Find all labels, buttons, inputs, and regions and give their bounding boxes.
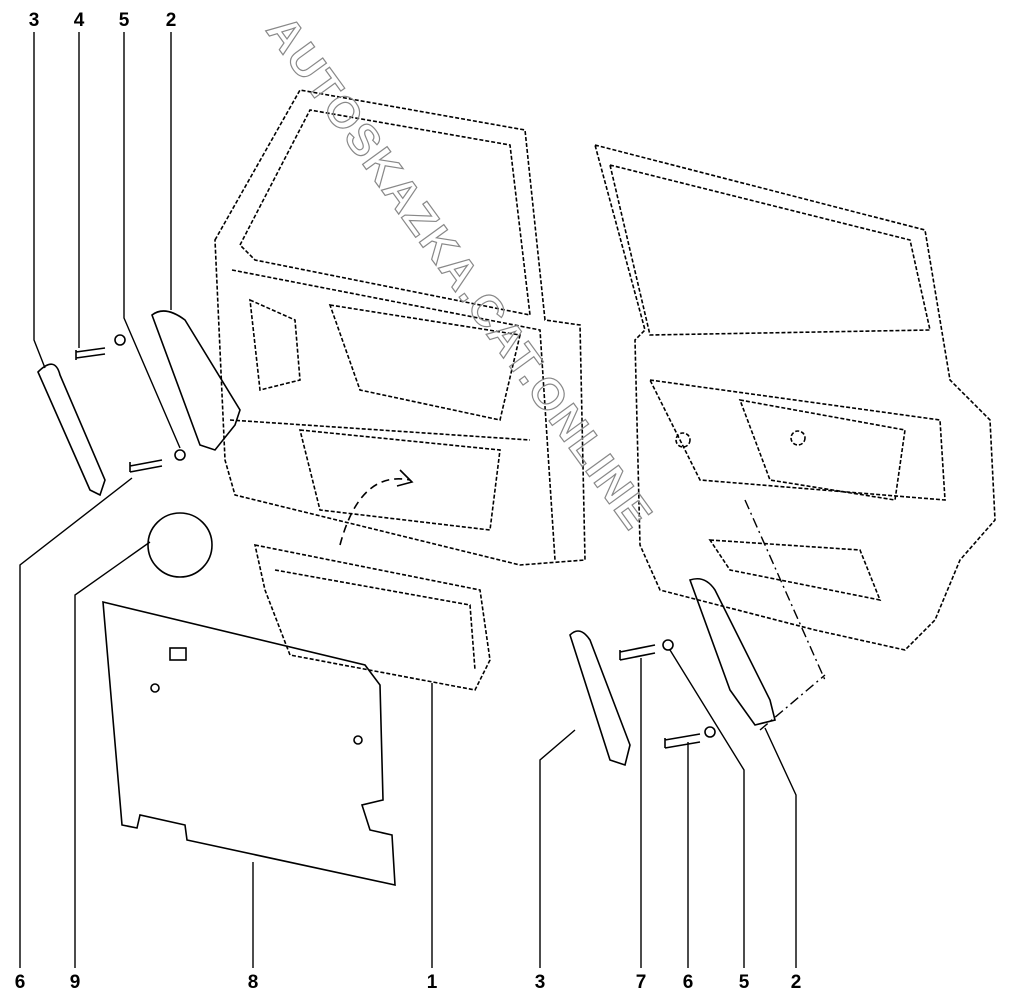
callout-6-bottom: 6 [14,972,26,993]
part-8-trim-panel [102,600,396,887]
callout-9-bottom: 9 [69,972,81,993]
part-1-armrest-pocket [253,469,491,691]
left-hardware [37,310,241,497]
callout-8-bottom: 8 [247,972,259,993]
callout-2-top: 2 [165,10,177,31]
callout-7-bottom: 7 [635,972,647,993]
callout-6b-bottom: 6 [682,972,694,993]
callout-5-bottom: 5 [738,972,750,993]
callout-5-top: 5 [118,10,130,31]
callout-1-bottom: 1 [426,972,438,993]
callout-2-bottom: 2 [790,972,802,993]
leader-lines [19,32,826,968]
callout-3-top: 3 [28,10,40,31]
part-9-plug [147,512,213,578]
right-hardware [569,577,776,767]
rear-door [593,143,996,651]
callout-4-top: 4 [73,10,85,31]
front-door [214,89,586,566]
callout-3-bottom: 3 [534,972,546,993]
watermark: AUTOSKAZKA.CAT.ONLINE [257,7,662,539]
